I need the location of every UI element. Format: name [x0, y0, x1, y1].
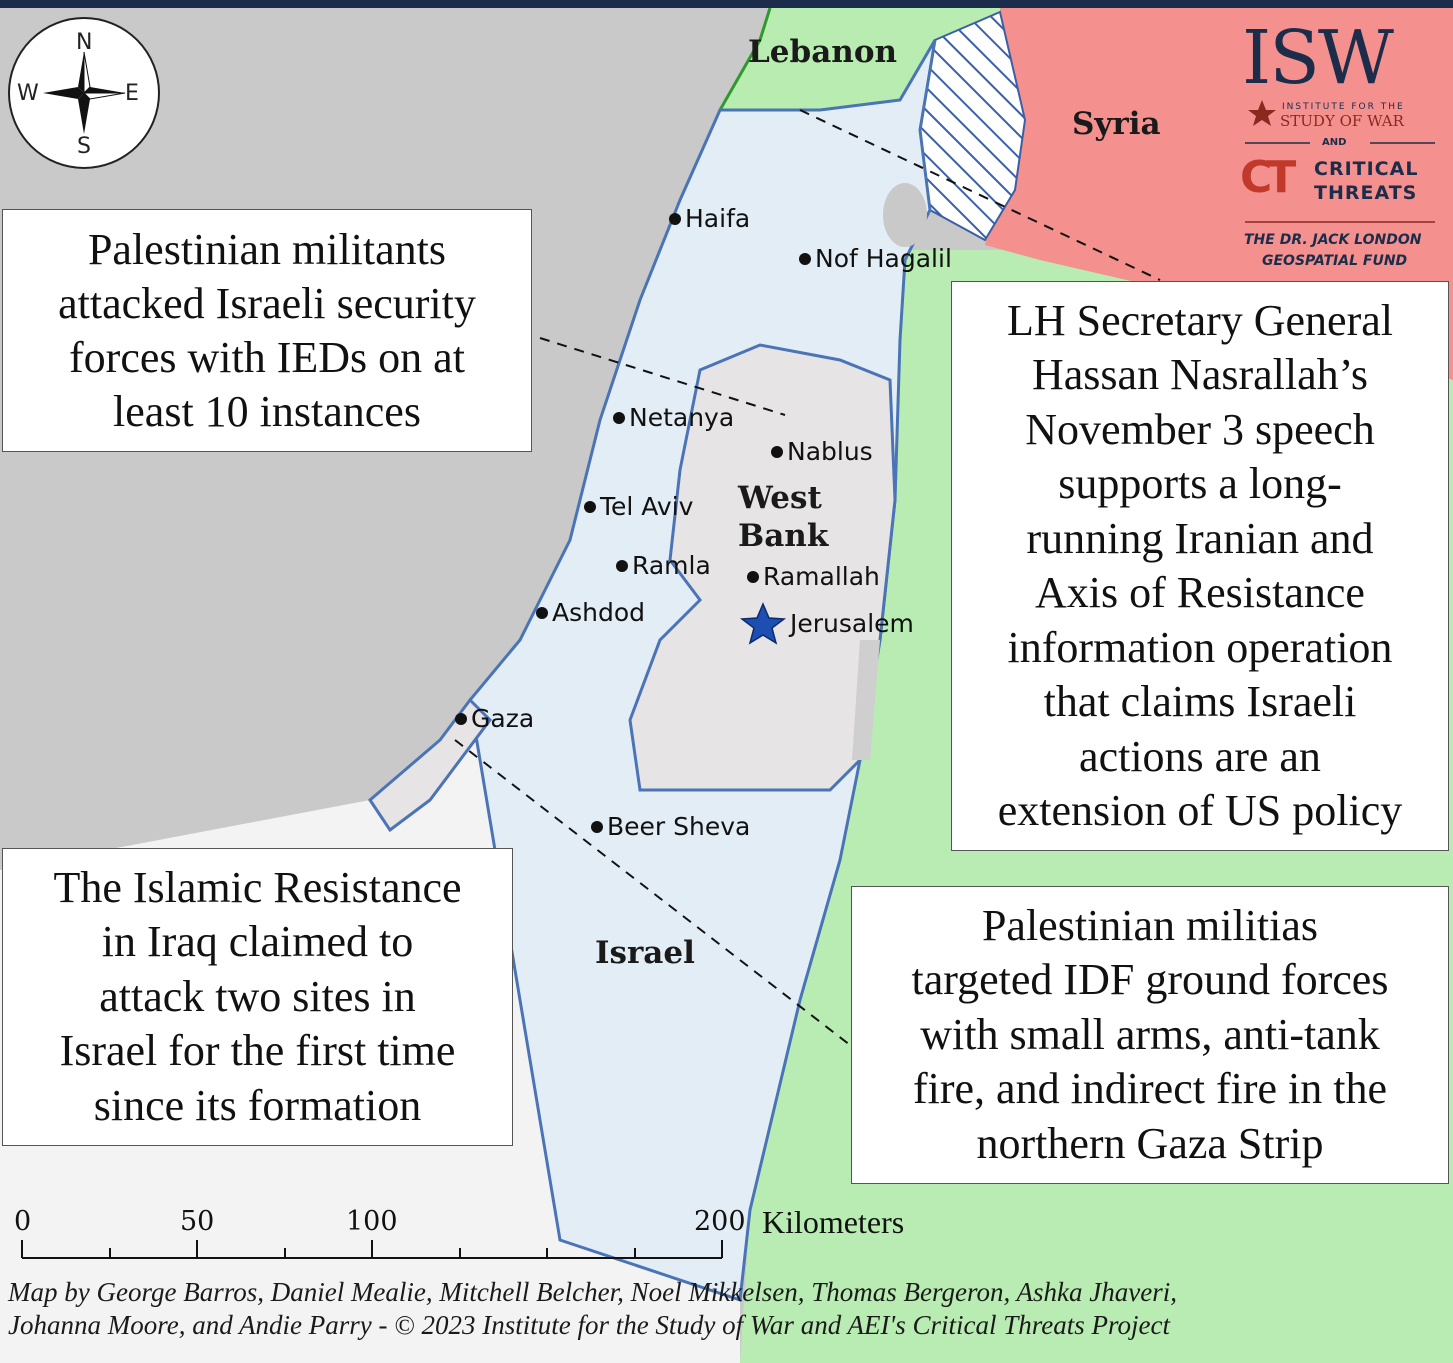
- city-dot: [613, 411, 625, 424]
- dead-sea: [852, 640, 880, 760]
- scale-tick-200: 200: [694, 1206, 746, 1237]
- sea-of-galilee: [883, 183, 927, 247]
- credit-line-2: Johanna Moore, and Andie Parry - © 2023 …: [8, 1310, 1170, 1340]
- city-ramallah: Ramallah: [747, 562, 880, 591]
- ct-mark: CT: [1240, 152, 1296, 203]
- city-haifa: Haifa: [669, 204, 750, 233]
- label-west-bank-2: Bank: [738, 518, 829, 554]
- city-dot: [771, 445, 783, 458]
- city-dot: [536, 606, 548, 619]
- city-jerusalem: Jerusalem: [790, 609, 914, 638]
- city-dot: [747, 570, 759, 583]
- map-credit: Map by George Barros, Daniel Mealie, Mit…: [8, 1276, 1448, 1342]
- city-ashdod: Ashdod: [536, 598, 645, 627]
- credit-line-1: Map by George Barros, Daniel Mealie, Mit…: [8, 1277, 1177, 1307]
- ct-line-1: CRITICAL: [1314, 158, 1419, 180]
- city-dot: [616, 559, 628, 572]
- callout-gaza-militias: Palestinian militias targeted IDF ground…: [851, 886, 1449, 1184]
- city-nof-hagalil: Nof Hagalil: [799, 244, 952, 273]
- city-netanya: Netanya: [613, 403, 734, 432]
- isw-subtitle-2: STUDY OF WAR: [1280, 112, 1404, 130]
- fund-line-1: THE DR. JACK LONDON: [1244, 232, 1422, 248]
- callout-iraq-resistance: The Islamic Resistance in Iraq claimed t…: [2, 848, 513, 1146]
- label-israel: Israel: [595, 935, 695, 971]
- gaza-strip: [368, 697, 492, 833]
- city-gaza: Gaza: [455, 704, 534, 733]
- compass-e: E: [125, 81, 139, 106]
- fund-line-2: GEOSPATIAL FUND: [1262, 253, 1408, 269]
- scale-tick-100: 100: [346, 1206, 398, 1237]
- ct-line-2: THREATS: [1314, 182, 1418, 204]
- label-west-bank-1: West: [738, 480, 822, 516]
- city-dot: [584, 500, 596, 513]
- city-tel-aviv: Tel Aviv: [584, 492, 693, 521]
- isw-wordmark: ISW: [1242, 15, 1394, 101]
- city-ramla: Ramla: [616, 551, 711, 580]
- isw-star-icon: [1248, 100, 1276, 126]
- compass-s: S: [77, 134, 91, 159]
- city-dot: [799, 252, 811, 265]
- scale-tick-50: 50: [180, 1206, 215, 1237]
- scale-bar: [21, 1240, 723, 1259]
- city-beer-sheva: Beer Sheva: [591, 812, 750, 841]
- compass-w: W: [17, 81, 39, 106]
- label-syria: Syria: [1072, 106, 1161, 142]
- scale-unit: Kilometers: [762, 1204, 905, 1240]
- isw-subtitle-1: INSTITUTE FOR THE: [1282, 102, 1405, 112]
- city-dot: [669, 212, 681, 225]
- jerusalem-star: [739, 602, 787, 645]
- callout-nasrallah-speech: LH Secretary General Hassan Nasrallah’s …: [951, 281, 1449, 851]
- label-lebanon: Lebanon: [748, 34, 898, 70]
- callout-ied-attacks: Palestinian militants attacked Israeli s…: [2, 209, 532, 452]
- city-dot: [455, 712, 467, 725]
- city-dot: [591, 820, 603, 833]
- compass-rose: [8, 17, 160, 169]
- logo-and: AND: [1322, 137, 1347, 148]
- scale-tick-0: 0: [14, 1206, 32, 1237]
- city-nablus: Nablus: [771, 437, 873, 466]
- compass-n: N: [76, 30, 93, 55]
- west-bank-land: [628, 343, 897, 792]
